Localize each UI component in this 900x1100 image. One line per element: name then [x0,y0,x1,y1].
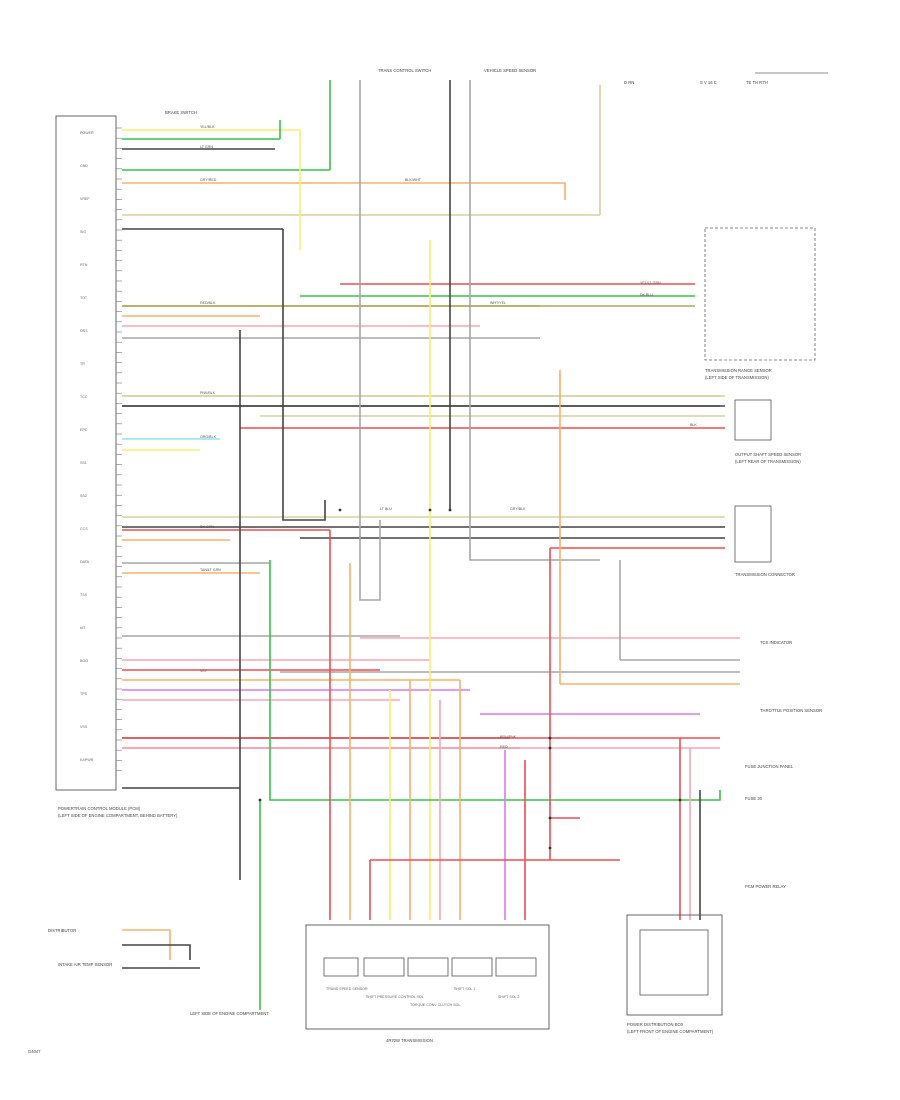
pcm-pin-label: BOO [80,659,88,663]
wire-blk-v2 [282,229,326,521]
pcm-label: POWERTRAIN CONTROL MODULE (PCM) [58,806,141,811]
trans-part-4: SHIFT SOL 1 [454,987,475,991]
wire-grn-bottom [269,560,721,801]
pcm-pin-label: IAT [80,626,86,630]
pcm-pin-label: SS2 [80,494,87,498]
pcm-pin-label: RTN [80,263,88,267]
iat-label: INTAKE AIR TEMP SENSOR [58,962,112,967]
power-distribution-box: POWER DISTRIBUTION BOX (LEFT FRONT OF EN… [626,914,723,1034]
trans-part-1: TRANS SPEED SENSOR [326,987,368,991]
transmission-connector-box: TRANSMISSION CONNECTOR [734,505,795,577]
vss-label: VEHICLE SPEED SENSOR [484,68,536,73]
pcm-pin-label: KAPWR [80,758,94,762]
pcm-pin-label: VSS [80,725,88,729]
oss-label: OUTPUT SHAFT SPEED SENSOR [735,452,801,457]
wire-color-label: DK GRN [200,525,214,529]
figure-code: G4047 [28,1049,41,1054]
pcm-pin-label: TPS [80,692,88,696]
pcm-pin-label: CCS [80,527,88,531]
pcm-pin-label: TCC [80,395,88,399]
pcm-relay-label: PCM POWER RELAY [745,884,786,889]
wire-color-label: VIO [200,669,206,673]
wire-color-label: TAN/LT GRN [200,568,221,572]
pcm-pin-label: GND [80,164,88,168]
pcm-sublabel: (LEFT SIDE OF ENGINE COMPARTMENT, BEHIND… [58,813,178,818]
trans-speed-sensor-box [323,957,359,977]
splice-dot [428,508,432,512]
wire-color-label: GRY/BLK [510,507,526,511]
header-code-3: TE TH RTH [746,80,768,85]
pcm-pin-label: POWER [80,131,94,135]
pcm-pin-label: TR [80,362,85,366]
transmission-unit: TRANS SPEED SENSOR SHIFT PRESSURE CONTRO… [305,924,550,1043]
wire-color-label: ORG/BLK [200,435,217,439]
wire-color-label: BLK [690,423,697,427]
wires: YEL/BLK LT GRN GRY/RED BLK/WHT RED/BLK WHT/YE… [122,80,740,1010]
wire-color-label: GRY/RED [200,178,217,182]
ss1-solenoid-box [451,957,493,977]
wire-color-label: RED/BLK [200,301,216,305]
oss-sublabel: (LEFT REAR OF TRANSMISSION) [735,459,801,464]
wire-color-label: LT BLU [380,507,392,511]
header-code-2: S V 16 C [700,80,717,85]
wire-gry-v1 [359,80,381,601]
wire-color-label: PNK/BLK [200,391,216,395]
wire-color-label: YEL/LT GRN [640,281,661,285]
transmission-range-sensor: TRANSMISSION RANGE SENSOR (LEFT SIDE OF … [704,227,816,380]
brake-switch-label: BRAKE SWITCH [165,110,197,115]
pcm-pin-label: VREF [80,197,90,201]
splice-dot [548,846,552,850]
header-code-1: D RN [624,80,634,85]
trans-part-5: SHIFT SOL 2 [498,995,519,999]
splice-dot [548,736,552,740]
od-switch-label: TRANS CONTROL SWITCH [378,68,431,73]
wire-color-label: BLK/WHT [405,178,422,182]
splice-dot [678,798,682,802]
output-shaft-speed-sensor: OUTPUT SHAFT SPEED SENSOR (LEFT REAR OF … [734,399,801,464]
distributor-label: DISTRIBUTOR [48,928,76,933]
wire-color-label: RED [500,745,508,749]
fuse-block-label: FUSE JUNCTION PANEL [745,764,794,769]
tps-label: THROTTLE POSITION SENSOR [760,708,822,713]
pcm-pin-label: TSS [80,593,88,597]
pcm-pin-label: SIG [80,230,86,234]
ss2-solenoid-box [495,957,537,977]
splice-dot [258,798,262,802]
pcm-module: POWER GND VREF SIG RTN TOT OSS TR TCC EPC SS1SS2CC… [55,115,178,818]
pcm-pin-label: EPC [80,428,88,432]
splice-dot [448,508,452,512]
tr-sensor-sublabel: (LEFT SIDE OF TRANSMISSION) [705,375,769,380]
tr-sensor-label: TRANSMISSION RANGE SENSOR [705,368,772,373]
trans-label: 4R70W TRANSMISSION [386,1038,433,1043]
pcm-pin-label: DATA [80,560,90,564]
wire-color-label: LT GRN [200,145,213,149]
wire-color-label: BRN/PNK [500,735,517,739]
trans-conn-label: TRANSMISSION CONNECTOR [735,572,795,577]
wire-org-v1 [520,182,566,200]
ground-left-label: LEFT SIDE OF ENGINE COMPARTMENT [190,1011,269,1016]
pcm-pin-label: OSS [80,329,88,333]
splice-dot [548,816,552,820]
fuse-20-label: FUSE 20 [745,796,763,801]
wire-dist-blk [122,944,191,960]
tcc-solenoid-box [407,957,449,977]
splice-dot [548,746,552,750]
pcm-pin-label: TOT [80,296,88,300]
splice-dot [338,508,342,512]
wire-gry-v2 [469,80,600,561]
pcm-pin-ticks: POWER GND VREF SIG RTN TOT OSS TR TCC EPC SS1SS2CC… [80,127,122,771]
wire-color-label: DK BLU [640,293,653,297]
trans-part-2: SHIFT PRESSURE CONTROL SOL [366,995,424,999]
tcs-indicator-label: TCS INDICATOR [760,640,792,645]
wire-color-label: WHT/YEL [490,301,506,305]
pdb-label: POWER DISTRIBUTION BOX [627,1022,684,1027]
pdb-sublabel: (LEFT FRONT OF ENGINE COMPARTMENT) [627,1029,714,1034]
wire-dist-org [122,929,171,960]
wire-color-label: YEL/BLK [200,125,215,129]
pcm-pin-label: SS1 [80,461,87,465]
trans-part-3: TORQUE CONV CLUTCH SOL [410,1003,460,1007]
epc-solenoid-box [363,957,405,977]
